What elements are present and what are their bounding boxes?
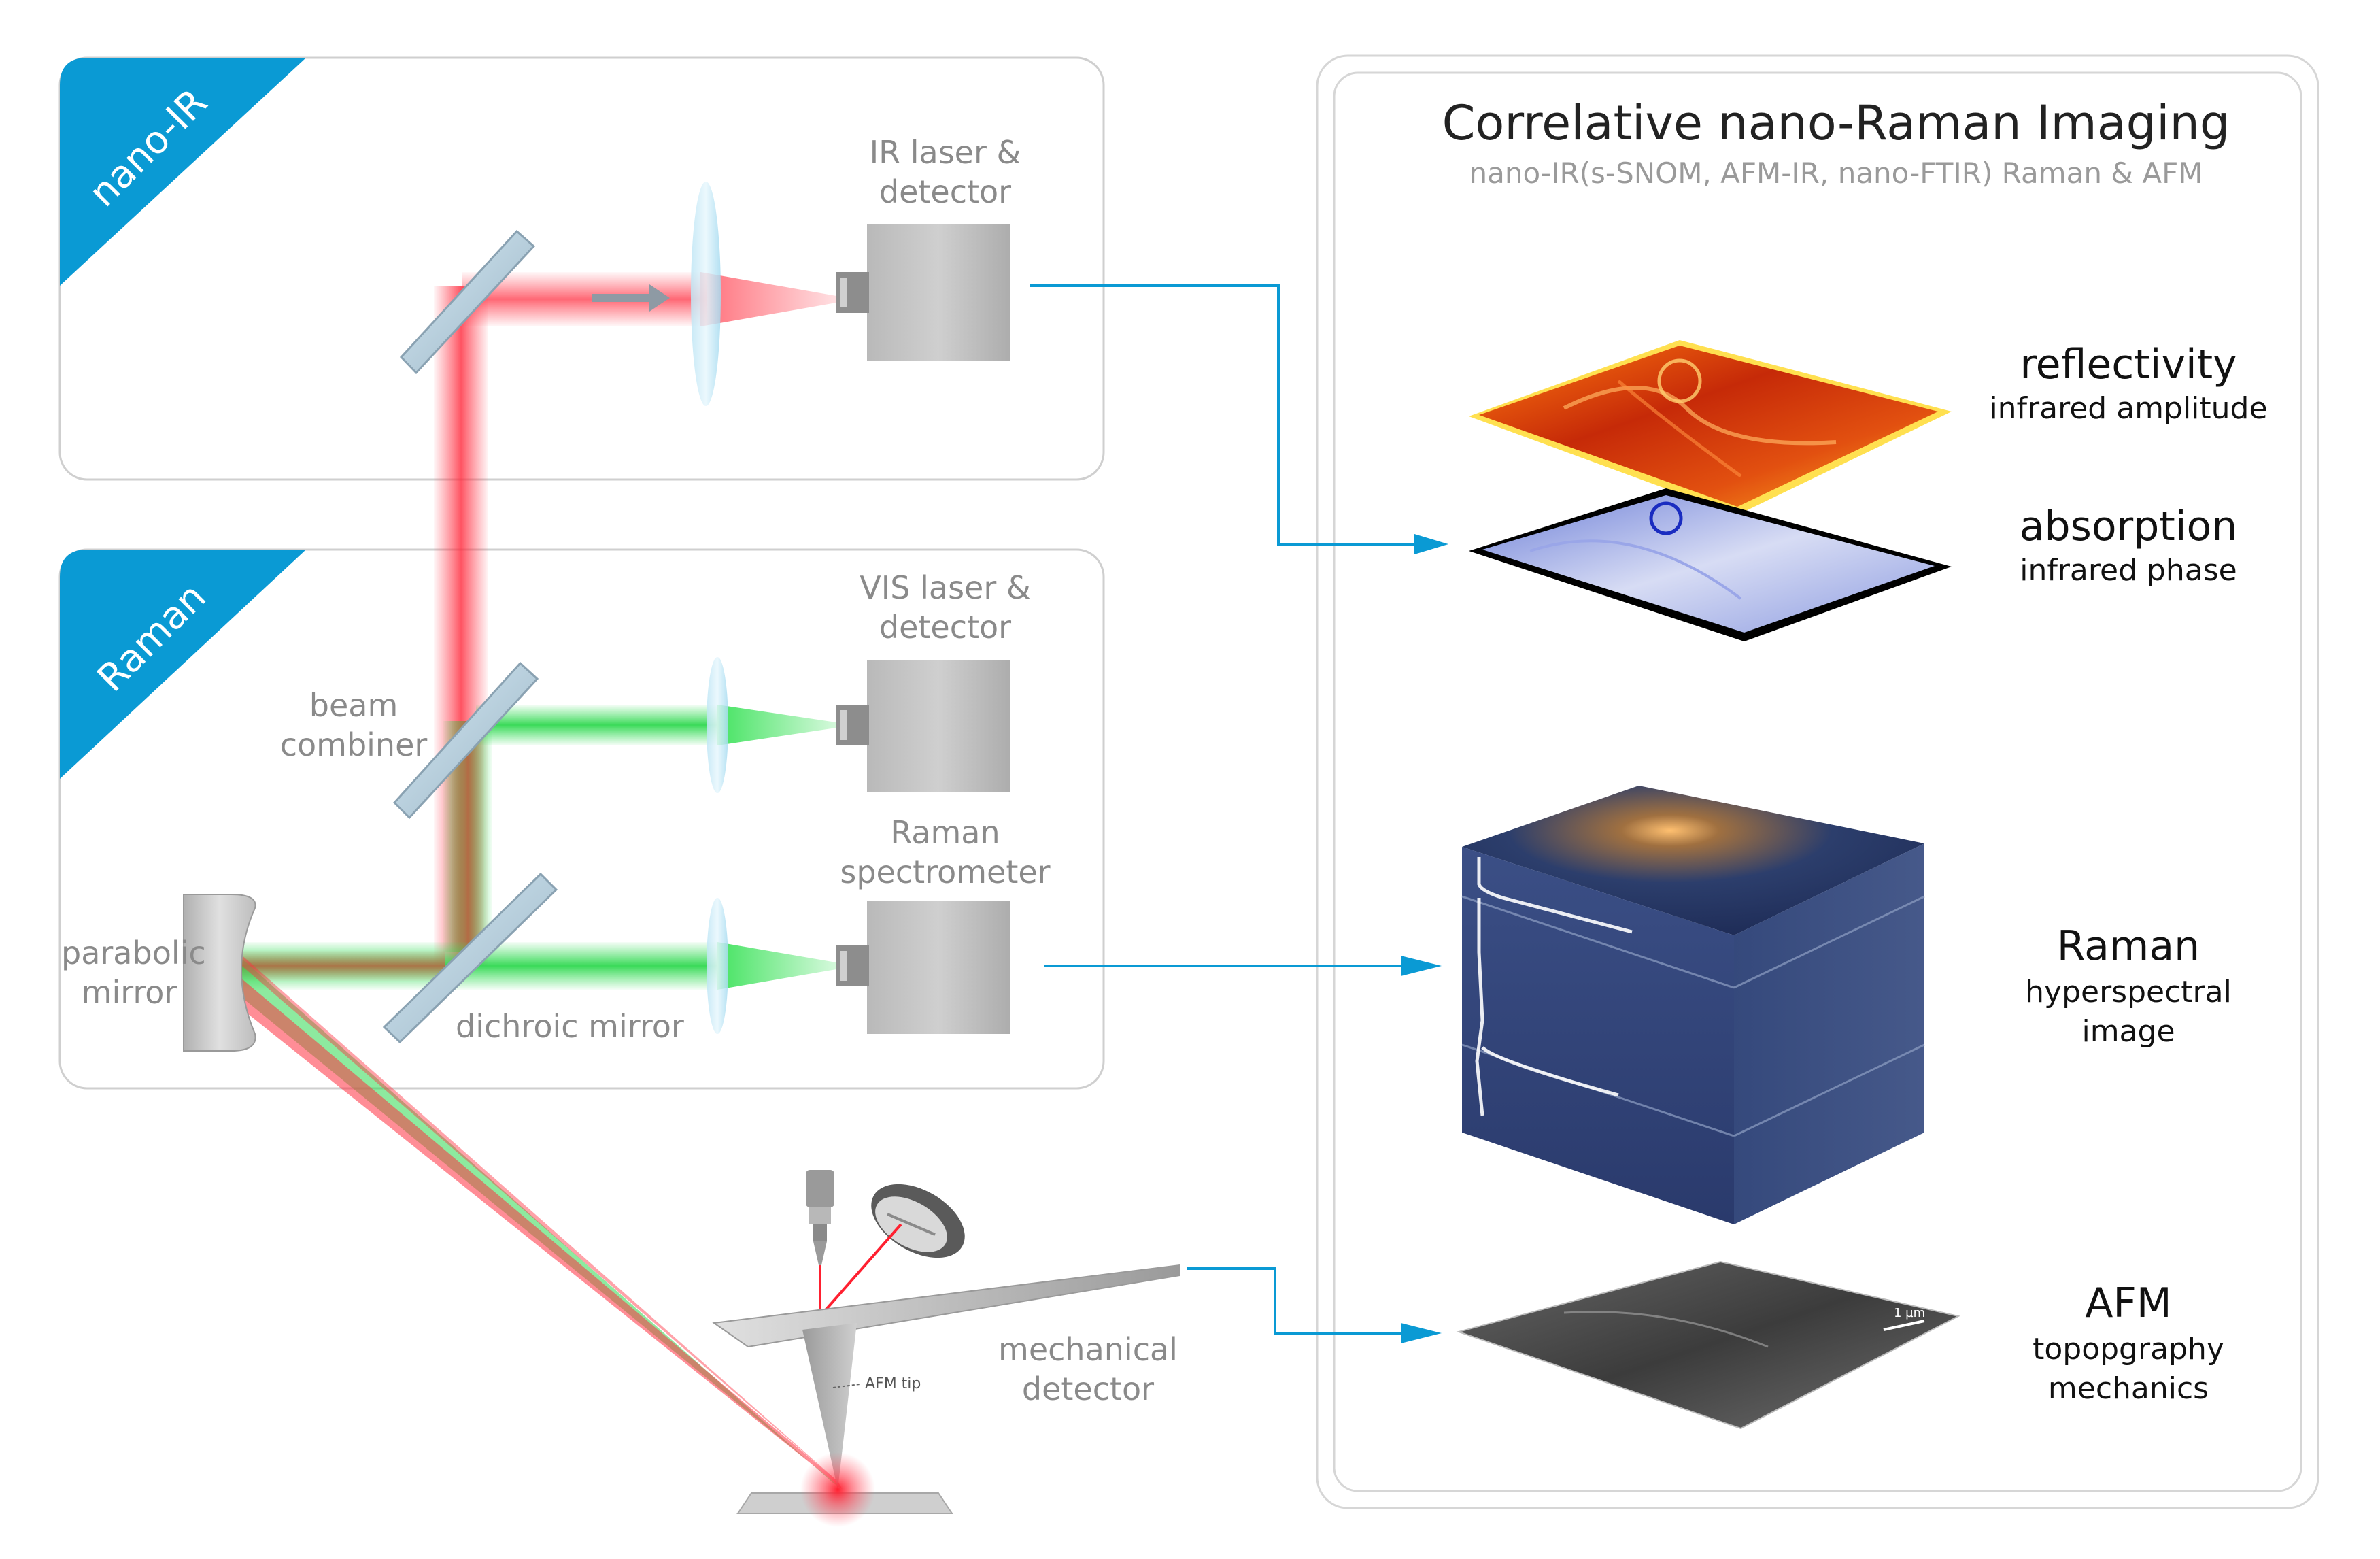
raman-beam-cone xyxy=(717,942,836,990)
absorption-heading: absorption xyxy=(2019,503,2238,550)
raman-hyperspectral-cube xyxy=(1461,786,1925,1224)
raman-sub-1: hyperspectral xyxy=(2025,975,2232,1009)
raman-corner-flag xyxy=(60,550,306,779)
detector-dish-icon xyxy=(871,1184,965,1258)
vis-detector-box xyxy=(836,660,1010,792)
beam-to-sample-red2 xyxy=(235,949,840,1484)
raman-spectrometer-box xyxy=(836,901,1010,1034)
ir-beam-arrow-icon xyxy=(592,284,670,312)
arrow-head-ir xyxy=(1414,534,1448,554)
ir-beam-cone xyxy=(700,272,836,326)
laser-line-out xyxy=(819,1223,902,1318)
reflectivity-map xyxy=(1469,340,1952,515)
afm-scale-bar xyxy=(1883,1320,1925,1331)
raman-sub-2: image xyxy=(2081,1014,2175,1049)
sample-glow xyxy=(800,1452,875,1527)
afm-scale-bar-label: 1 µm xyxy=(1894,1306,1926,1320)
connector-ir xyxy=(1030,284,1435,546)
reflectivity-heading: reflectivity xyxy=(2020,341,2237,388)
arrow-head-raman xyxy=(1401,956,1442,976)
dichroic-mirror-label: dichroic mirror xyxy=(456,1008,684,1045)
beam-combiner-mirror xyxy=(392,661,539,820)
vis-beam-cone xyxy=(717,705,836,745)
absorption-map xyxy=(1469,488,1952,641)
vis-beam-horizontal xyxy=(476,705,721,745)
raman-heading: Raman xyxy=(2056,922,2200,970)
nano-ir-corner-flag xyxy=(60,58,306,286)
dichroic-mirror-shape xyxy=(382,872,558,1044)
vis-lens xyxy=(707,657,728,793)
mechanical-detector-label: mechanical detector xyxy=(998,1331,1178,1407)
right-panel-outer xyxy=(1316,54,2319,1509)
connector-afm xyxy=(1187,1267,1401,1335)
parabolic-mirror-shape xyxy=(183,894,256,1052)
afm-sub-2: mechanics xyxy=(2047,1371,2209,1406)
afm-tip-shape xyxy=(802,1323,857,1490)
right-panel-title: Correlative nano-Raman Imaging xyxy=(1442,95,2230,151)
afm-sub-1: topopgraphy xyxy=(2033,1332,2224,1367)
reflectivity-sub: infrared amplitude xyxy=(1989,391,2268,426)
right-panel-inner xyxy=(1333,71,2302,1492)
beam-to-sample-red xyxy=(235,973,842,1488)
absorption-sub: infrared phase xyxy=(2020,553,2237,588)
raman-lens xyxy=(707,898,728,1034)
ir-lens xyxy=(691,182,721,406)
arrow-head-afm xyxy=(1401,1323,1442,1343)
raman-beam-horizontal-red xyxy=(235,951,445,981)
ir-mirror xyxy=(399,229,536,375)
afm-topography-map xyxy=(1456,1260,1960,1430)
ir-detector-label: IR laser & detector xyxy=(869,134,1021,210)
ir-detector-box xyxy=(836,224,1010,361)
objective-icon xyxy=(806,1170,834,1265)
raman-spectrometer-label: Raman spectrometer xyxy=(840,814,1051,890)
right-panel-subtitle: nano-IR(s-SNOM, AFM-IR, nano-FTIR) Raman… xyxy=(1469,156,2203,190)
afm-tip-label: AFM tip xyxy=(865,1375,921,1392)
afm-heading: AFM xyxy=(2085,1279,2172,1327)
beam-combiner-label: beam combiner xyxy=(279,687,428,763)
vis-detector-label: VIS laser & detector xyxy=(860,569,1031,646)
parabolic-mirror-label: parabolic mirror xyxy=(61,935,206,1011)
